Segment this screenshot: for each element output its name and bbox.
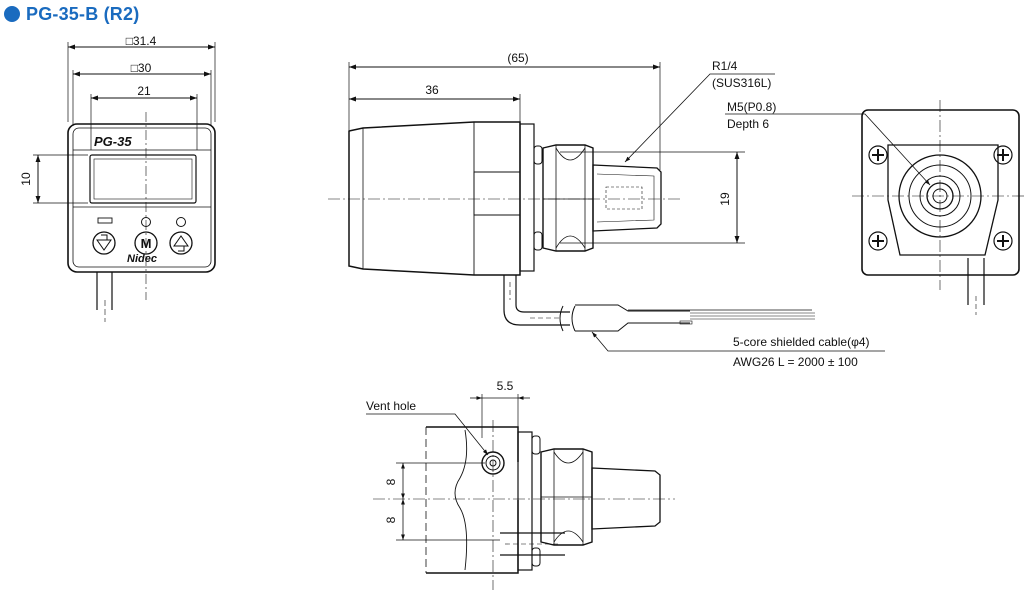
page-title: PG-35-B (R2) xyxy=(4,3,139,25)
tap-label: M5(P0.8) xyxy=(727,100,776,114)
side-body xyxy=(348,121,521,276)
dim-display-text: 21 xyxy=(137,84,151,98)
cable-spec: AWG26 L = 2000 ± 100 xyxy=(733,355,858,369)
front-body-outline xyxy=(67,123,216,273)
dim-inner-text: □30 xyxy=(131,61,152,75)
mode-button[interactable] xyxy=(134,231,158,255)
thread-r14 xyxy=(592,164,662,232)
dim-hex-text: 19 xyxy=(718,192,732,206)
model-label: PG-35 xyxy=(94,134,132,149)
lcd-display xyxy=(89,154,197,204)
front-view xyxy=(33,42,216,322)
rear-hex xyxy=(887,144,999,256)
m-button-label: M xyxy=(141,236,152,251)
side-view xyxy=(328,62,885,352)
thread-leader xyxy=(624,73,775,163)
vent-leader xyxy=(366,413,489,456)
rear-view xyxy=(725,100,1024,315)
tap-leader xyxy=(790,113,931,186)
hex-nut xyxy=(542,144,594,252)
dim-total-text: (65) xyxy=(507,51,528,65)
dim-upper-text: 8 xyxy=(384,478,398,485)
model-title: PG-35-B (R2) xyxy=(26,3,140,24)
brand-logo: Nidec xyxy=(127,253,157,265)
dim-outer-text: □31.4 xyxy=(126,34,157,48)
thread-material: (SUS316L) xyxy=(712,76,771,90)
dim-vent-text: 5.5 xyxy=(497,379,514,393)
up-button[interactable] xyxy=(169,231,193,255)
cable-label: 5-core shielded cable(φ4) xyxy=(733,335,870,349)
thread-label: R1/4 xyxy=(712,59,738,73)
dim-height-text: 10 xyxy=(19,172,33,186)
down-button[interactable] xyxy=(92,231,116,255)
dim-body-text: 36 xyxy=(425,83,439,97)
tap-depth: Depth 6 xyxy=(727,117,769,131)
rear-body xyxy=(861,109,1020,276)
screw-icon xyxy=(868,145,1013,251)
title-bullet-icon xyxy=(4,6,20,22)
dim-lower-text: 8 xyxy=(384,516,398,523)
led-indicator xyxy=(97,217,113,224)
led-indicator-3 xyxy=(176,217,186,227)
vent-label: Vent hole xyxy=(366,399,416,413)
bottom-view xyxy=(366,394,675,590)
cable-leader xyxy=(591,331,885,352)
